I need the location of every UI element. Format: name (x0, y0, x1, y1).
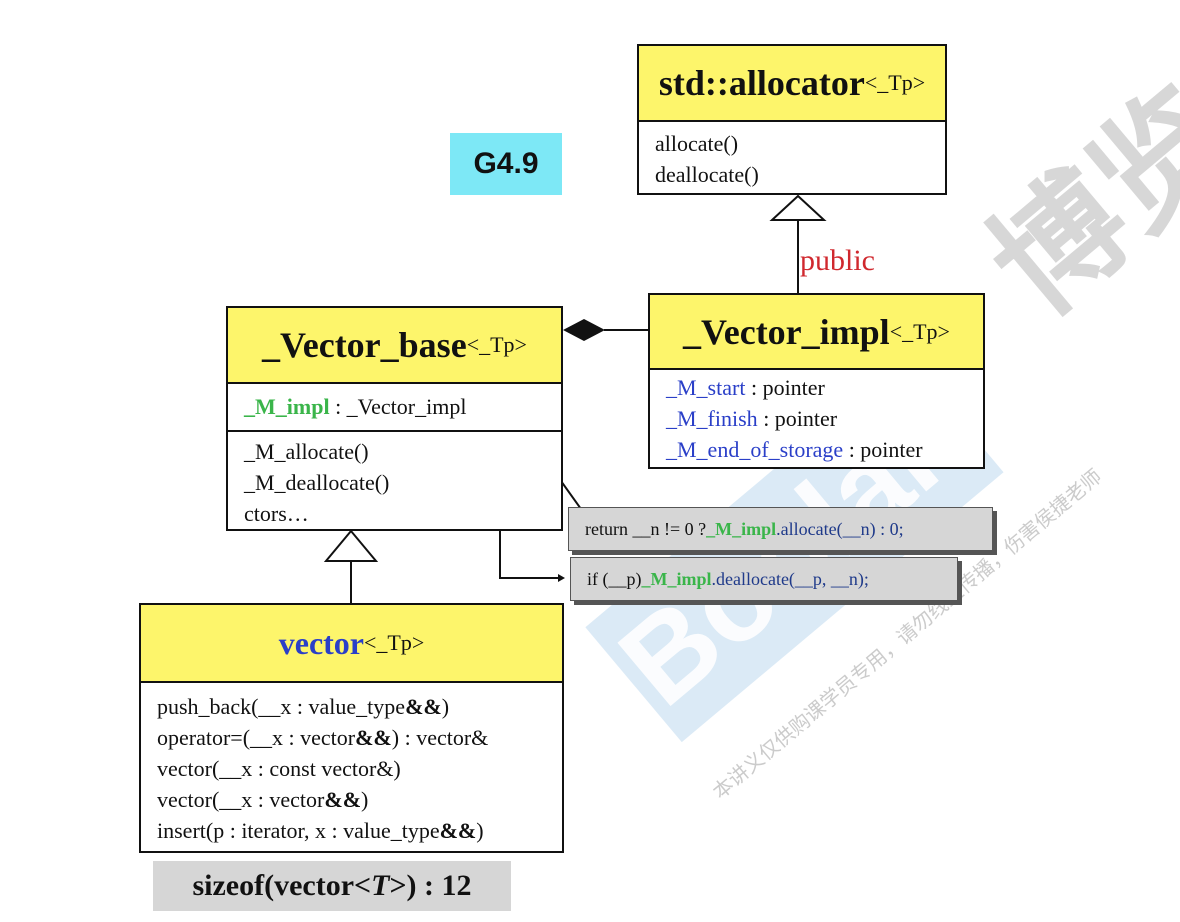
attr-type: : pointer (843, 437, 923, 462)
vector-impl-header: _Vector_impl<_Tp> (650, 295, 983, 370)
method-rref: && (355, 725, 392, 750)
method-text: push_back(__x : value_type (157, 694, 406, 719)
vector-base-name: _Vector_base (262, 325, 467, 365)
attr-name: _M_start (666, 375, 746, 400)
callout-impl: _M_impl (641, 568, 712, 589)
deallocate-note-end (558, 574, 565, 582)
vector-impl-attr: _M_start : pointer (666, 372, 971, 403)
allocator-tparam: <_Tp> (864, 70, 926, 95)
attr-name: _M_finish (666, 406, 758, 431)
allocator-name: std::allocator (658, 63, 865, 103)
vector-base-class: _Vector_base<_Tp> _M_impl : _Vector_impl… (226, 306, 563, 531)
allocator-method: deallocate() (655, 162, 759, 187)
vector-method: push_back(__x : value_type&&) (157, 691, 546, 722)
method-text: insert(p : iterator, x : value_type (157, 818, 440, 843)
vector-impl-tparam: <_Tp> (889, 318, 950, 344)
method-rref: && (439, 818, 477, 843)
attr-type: : pointer (745, 375, 825, 400)
allocator-header: std::allocator<_Tp> (639, 46, 945, 122)
allocator-class: std::allocator<_Tp> allocate() deallocat… (637, 44, 947, 195)
attr-type: : pointer (757, 406, 838, 431)
vector-method: vector(__x : const vector&) (157, 753, 546, 784)
callout-text: if (__p) (587, 568, 642, 589)
vector-tparam: <_Tp> (364, 630, 425, 655)
sizeof-pre: sizeof(vector< (192, 869, 372, 902)
impl-inherit-arrow (769, 194, 827, 221)
sizeof-post: >) : 12 (389, 869, 472, 902)
method-tail: ) (441, 694, 450, 719)
vector-base-attr: _M_impl : _Vector_impl (244, 391, 545, 422)
version-tag: G4.9 (450, 133, 562, 195)
vector-methods: push_back(__x : value_type&&) operator=(… (141, 683, 562, 846)
vector-name: vector (278, 624, 364, 661)
vector-method: insert(p : iterator, x : value_type&&) (157, 815, 546, 846)
attr-name: _M_impl (244, 394, 330, 419)
vector-impl-name: _Vector_impl (683, 311, 890, 352)
callout-call: .deallocate(__p, __n); (711, 568, 869, 589)
vector-base-attrs: _M_impl : _Vector_impl (228, 384, 561, 432)
vector-base-tparam: <_Tp> (466, 332, 527, 357)
vector-impl-class: _Vector_impl<_Tp> _M_start : pointer _M_… (648, 293, 985, 469)
attr-name: _M_end_of_storage (666, 437, 844, 462)
vector-header: vector<_Tp> (141, 605, 562, 683)
vector-base-method: _M_allocate() (244, 439, 369, 464)
allocator-methods: allocate() deallocate() (639, 122, 945, 196)
method-tail: ) (476, 818, 484, 843)
vector-base-method: _M_deallocate() (244, 470, 390, 495)
vector-class: vector<_Tp> push_back(__x : value_type&&… (139, 603, 564, 853)
vector-inherit-arrow (323, 529, 379, 562)
callout-impl: _M_impl (706, 518, 777, 539)
allocator-method: allocate() (655, 131, 739, 156)
method-tail: ) : vector& (391, 725, 489, 750)
vector-impl-attrs: _M_start : pointer _M_finish : pointer _… (650, 370, 983, 465)
sizeof-t: T (371, 869, 390, 902)
deallocate-callout: if (__p) _M_impl.deallocate(__p, __n); (570, 557, 958, 601)
method-text: vector(__x : vector (157, 787, 325, 812)
vector-base-methods: _M_allocate() _M_deallocate() ctors… (228, 432, 561, 529)
vector-base-method: ctors… (244, 501, 309, 526)
callout-call: .allocate(__n) : 0; (776, 518, 904, 539)
method-rref: && (405, 694, 442, 719)
vector-base-header: _Vector_base<_Tp> (228, 308, 561, 384)
sizeof-label: sizeof(vector<T>) : 12 (153, 861, 511, 911)
method-tail: ) (361, 787, 369, 812)
method-rref: && (324, 787, 362, 812)
vector-method: operator=(__x : vector&&) : vector& (157, 722, 546, 753)
inheritance-label: public (800, 244, 875, 277)
allocate-callout: return __n != 0 ? _M_impl.allocate(__n) … (568, 507, 993, 551)
vector-impl-attr: _M_finish : pointer (666, 403, 971, 434)
vector-impl-attr: _M_end_of_storage : pointer (666, 434, 971, 465)
composition-diamond (563, 319, 605, 341)
attr-type: : _Vector_impl (329, 394, 467, 419)
callout-text: return __n != 0 ? (585, 518, 707, 539)
method-text: operator=(__x : vector (157, 725, 356, 750)
method-text: vector(__x : const vector&) (157, 756, 401, 781)
vector-method: vector(__x : vector&&) (157, 784, 546, 815)
